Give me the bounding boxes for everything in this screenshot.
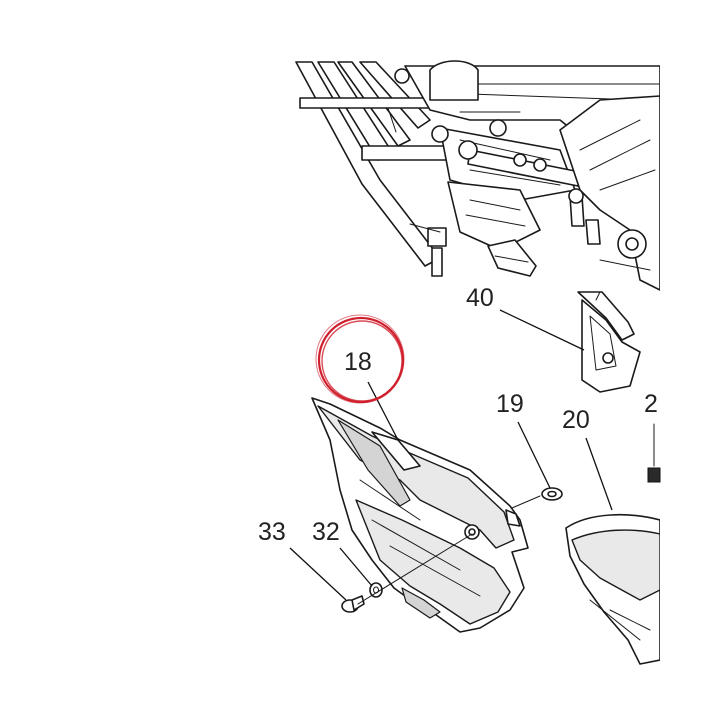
- part-19-grommet: [511, 487, 563, 509]
- callout-20: 20: [562, 406, 590, 434]
- frame-assembly: [295, 60, 660, 291]
- callout-18: 18: [344, 348, 372, 376]
- leader-40: [499, 309, 585, 351]
- leader-19: [517, 421, 551, 489]
- callout-2x: 2: [644, 390, 658, 418]
- leader-32: [339, 547, 373, 587]
- callout-33: 33: [258, 518, 286, 546]
- part-20-cover: [565, 513, 660, 665]
- part-40-bracket: [577, 291, 641, 393]
- part-2x-fastener: [647, 423, 661, 483]
- part-33-screw: [341, 595, 365, 613]
- callout-19: 19: [496, 390, 524, 418]
- callout-32: 32: [312, 518, 340, 546]
- assembly-line: [357, 533, 473, 605]
- part-18-side-panel: [311, 397, 529, 633]
- leader-18: [367, 381, 399, 441]
- highlight-circle: [315, 314, 405, 404]
- leader-20: [585, 437, 613, 511]
- part-32-washer: [369, 582, 383, 598]
- callout-40: 40: [466, 284, 494, 312]
- leader-33: [289, 547, 347, 601]
